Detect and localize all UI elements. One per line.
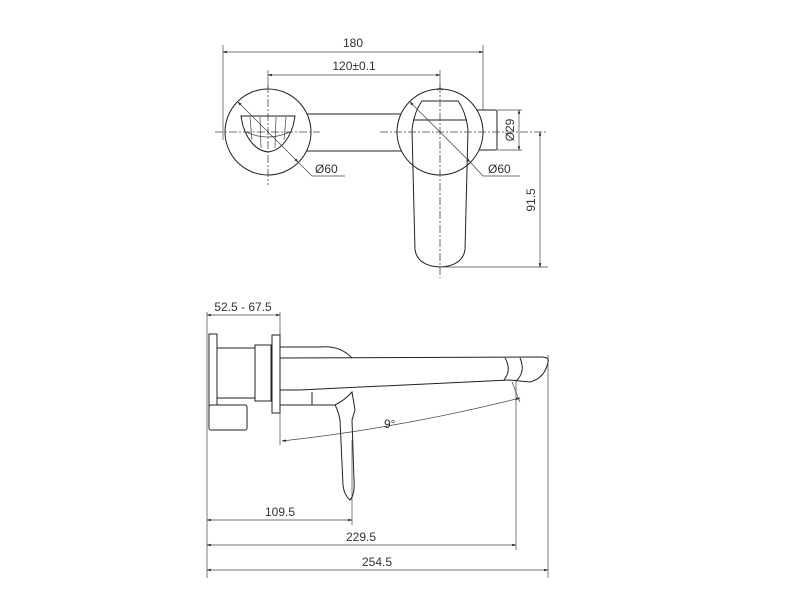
dim-left-rosette-diameter: Ø60 (315, 162, 338, 176)
dim-spout-outlet-projection: 229.5 (346, 530, 376, 544)
dim-right-rosette-diameter: Ø60 (488, 162, 511, 176)
dim-wall-depth-range: 52.5 - 67.5 (214, 300, 272, 314)
dim-handle-height: 91.5 (524, 188, 538, 212)
dim-center-distance: 120±0.1 (332, 59, 376, 73)
top-view: 180 120±0.1 Ø60 Ø60 Ø29 91.5 (215, 36, 548, 278)
dim-overall-projection: 254.5 (362, 555, 392, 569)
dim-handle-angle: 9° (384, 417, 396, 431)
dim-overall-width: 180 (343, 36, 363, 50)
side-view: 52.5 - 67.5 9° 109.5 229.5 254.5 (206, 300, 549, 578)
dim-handle-projection: 109.5 (265, 505, 295, 519)
dim-spout-diameter: Ø29 (503, 118, 517, 141)
